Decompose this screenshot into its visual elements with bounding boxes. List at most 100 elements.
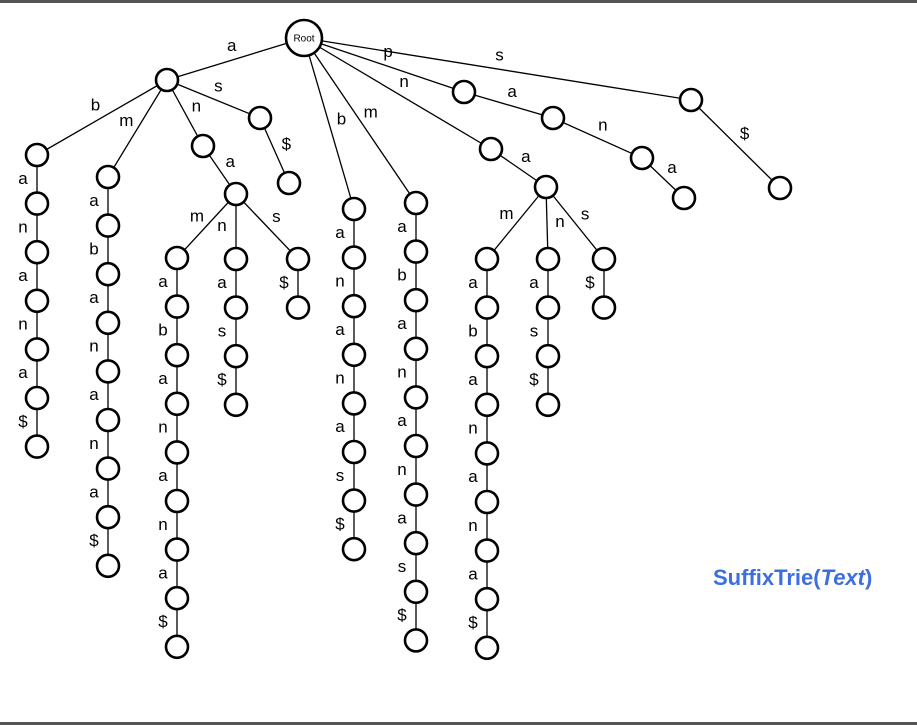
trie-node xyxy=(154,67,180,93)
edge-label: a xyxy=(397,314,407,333)
edge-label: $ xyxy=(468,613,478,632)
trie-node xyxy=(223,343,249,369)
trie-node xyxy=(24,288,50,314)
edge-label: m xyxy=(499,204,513,223)
trie-node xyxy=(95,359,121,384)
bottom-rule xyxy=(0,722,917,725)
edge-label: p xyxy=(383,42,392,61)
edge-label: a xyxy=(397,411,407,430)
edge-label: a xyxy=(89,288,99,307)
diagram-caption: SuffixTrie(Text) xyxy=(713,565,872,591)
edge-label: b xyxy=(91,96,100,115)
trie-node xyxy=(403,482,429,507)
edge-label: a xyxy=(89,482,99,501)
edge-label: a xyxy=(158,466,168,485)
trie-node xyxy=(164,391,190,417)
leaf-node xyxy=(535,392,561,418)
leaf-node xyxy=(24,434,50,459)
leaf-node xyxy=(285,295,311,320)
edge-label: a xyxy=(18,266,28,285)
trie-node xyxy=(403,579,429,605)
trie-node xyxy=(403,190,429,216)
leaf-node xyxy=(474,635,500,661)
trie-node xyxy=(474,246,500,272)
trie-node xyxy=(341,439,367,465)
edge-label: a xyxy=(468,273,478,292)
edge-label: a xyxy=(89,385,99,404)
edge-label: a xyxy=(521,147,531,166)
edge-label: b xyxy=(397,265,406,284)
edge-label: n xyxy=(18,217,27,236)
trie-edge xyxy=(690,99,781,189)
trie-node xyxy=(223,181,249,207)
trie-node xyxy=(95,310,121,336)
leaf-node xyxy=(223,392,249,418)
edge-label: m xyxy=(364,103,378,122)
edge-label: s xyxy=(530,321,539,340)
trie-node xyxy=(164,294,190,319)
leaf-node xyxy=(767,175,793,201)
trie-node xyxy=(24,385,50,411)
trie-edge xyxy=(235,193,299,260)
edge-label: a xyxy=(468,467,478,486)
trie-node xyxy=(478,136,504,162)
leaf-node xyxy=(671,185,697,211)
edge-label: n xyxy=(18,315,27,334)
edge-label: n xyxy=(158,418,167,437)
trie-node xyxy=(451,79,477,105)
edge-label: a xyxy=(18,363,28,382)
edge-label: $ xyxy=(335,514,345,533)
edge-label: $ xyxy=(529,370,539,389)
trie-node xyxy=(341,488,367,513)
edge-label: n xyxy=(468,419,477,438)
trie-node xyxy=(341,342,367,368)
edge-label: a xyxy=(335,417,345,436)
trie-edge xyxy=(176,193,237,259)
edge-label: n xyxy=(158,515,167,534)
edge-label: $ xyxy=(89,531,99,550)
caption-argument: Text xyxy=(820,565,865,590)
edge-label: s xyxy=(336,466,345,485)
trie-node xyxy=(341,245,367,270)
trie-node xyxy=(474,441,500,466)
leaf-node xyxy=(276,170,302,196)
trie-node xyxy=(164,440,190,465)
edge-label: $ xyxy=(397,606,407,625)
trie-edge xyxy=(303,37,492,150)
trie-node xyxy=(403,530,429,556)
edge-label: a xyxy=(217,273,227,292)
edge-label: m xyxy=(190,207,204,226)
edge-label: a xyxy=(227,36,237,55)
trie-node xyxy=(95,213,121,238)
trie-node xyxy=(164,585,190,611)
trie-node xyxy=(535,343,561,369)
leaf-node xyxy=(341,536,367,562)
trie-node xyxy=(164,245,190,271)
trie-node xyxy=(474,586,500,612)
root-label: Root xyxy=(293,34,314,45)
trie-node xyxy=(403,287,429,313)
edge-label: $ xyxy=(740,124,750,143)
edge-label: $ xyxy=(217,370,227,389)
trie-edge xyxy=(107,79,168,178)
leaf-node xyxy=(164,634,190,660)
trie-edge xyxy=(303,37,355,210)
edge-label: a xyxy=(158,272,168,291)
trie-node xyxy=(403,433,429,459)
edge-label: a xyxy=(335,223,345,242)
root-node xyxy=(284,18,324,58)
edge-label: $ xyxy=(282,135,292,154)
trie-edge xyxy=(36,79,168,156)
trie-edge xyxy=(166,79,204,147)
edge-label: b xyxy=(89,239,98,258)
trie-node xyxy=(95,407,121,433)
edge-label: s xyxy=(581,204,590,223)
edge-label: s xyxy=(214,76,223,95)
edge-label: s xyxy=(272,207,281,226)
edge-label: a xyxy=(89,191,99,210)
trie-node xyxy=(24,191,50,216)
trie-node xyxy=(164,488,190,514)
trie-node xyxy=(629,145,655,171)
trie-node xyxy=(403,385,429,410)
edge-label: s xyxy=(218,321,227,340)
